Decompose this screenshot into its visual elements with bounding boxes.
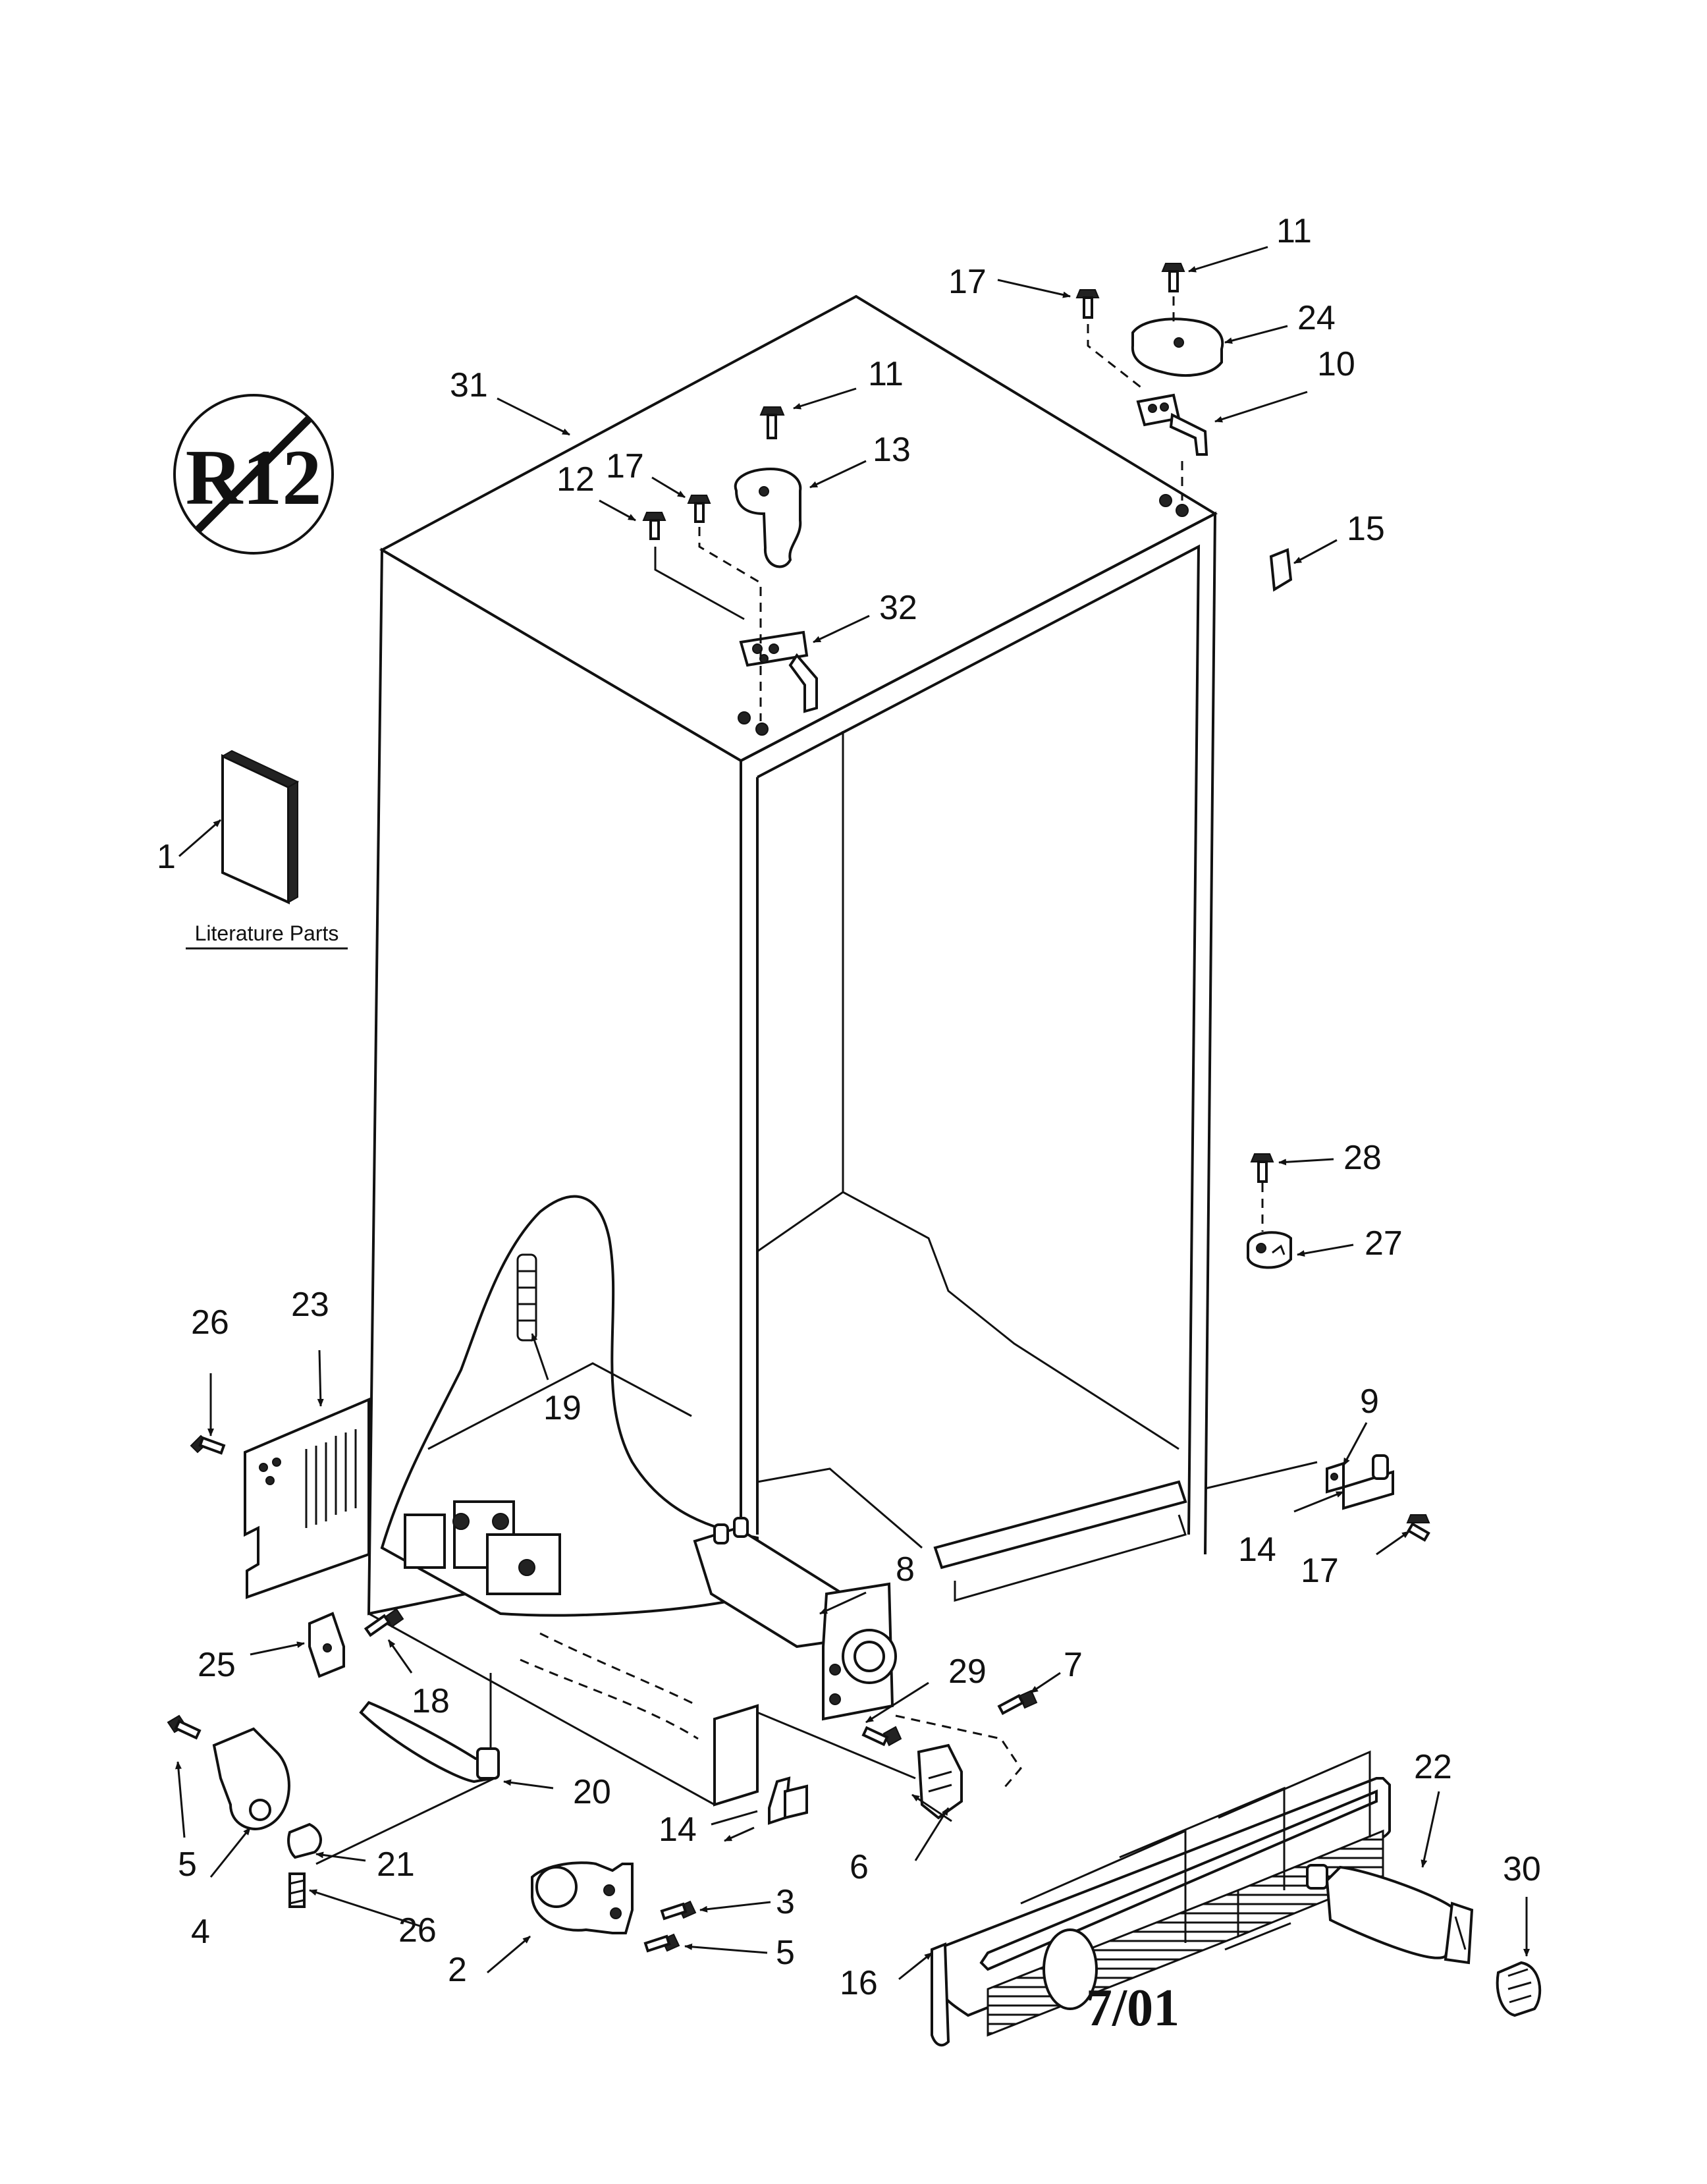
tube-clip-21 [287,1822,322,1859]
screw-29 [861,1726,902,1747]
callout-24: 24 [1297,299,1336,337]
callout-22: 22 [1414,1748,1452,1786]
callout-11-top: 11 [1276,212,1312,250]
screw-17-lower [1406,1514,1430,1542]
roller-4 [212,1727,290,1830]
callout-23: 23 [291,1286,329,1324]
screw-17-right [1075,289,1100,319]
screw-12 [642,512,666,540]
callout-29: 29 [948,1652,987,1691]
callout-30: 30 [1503,1850,1541,1888]
callout-5-left: 5 [178,1845,197,1884]
callout-26-upper: 26 [191,1303,229,1342]
callout-1: 1 [157,838,176,876]
callout-27: 27 [1365,1224,1403,1263]
callout-20: 20 [573,1773,611,1811]
water-filter-22 [1306,1864,1474,1965]
kick-plate-grille-16 [931,1750,1391,2047]
callout-8: 8 [896,1550,915,1589]
screw-11-left [759,406,785,439]
hinge-cover-24 [1131,317,1224,377]
screw-3 [660,1900,697,1921]
callout-26-lower: 26 [398,1911,437,1950]
screw-28 [1250,1153,1274,1232]
no-r12-symbol: R12 [173,394,334,555]
water-valve-housing-8 [693,1517,897,1721]
callout-18: 18 [412,1682,450,1720]
callout-19: 19 [543,1389,582,1427]
revision-date: 7/01 [1086,1979,1179,2037]
callout-17-center: 17 [606,447,644,485]
callout-5-right: 5 [776,1934,795,1972]
leader-lines [175,246,1530,1980]
filter-cap-30 [1496,1961,1542,2017]
leveling-bracket-9 [1326,1454,1394,1510]
cutaway-compressor-area [368,1195,923,1807]
bracket-14-lower [768,1776,808,1825]
drain-tube-20 [359,1673,500,1784]
literature-parts-label: Literature Parts [195,921,339,945]
shim-15 [1269,548,1293,592]
callout-10: 10 [1317,345,1355,383]
screw-7 [997,1689,1038,1715]
callout-17-right: 17 [1301,1552,1339,1590]
callout-15: 15 [1347,510,1385,548]
hinge-10 [1136,393,1208,517]
callout-21: 21 [377,1845,415,1884]
callout-6: 6 [850,1848,869,1886]
screw-26-upper [190,1434,226,1455]
callout-25: 25 [198,1646,236,1684]
screw-17-left [687,495,711,523]
hinge-32 [738,630,818,736]
callout-12: 12 [556,460,595,499]
screw-18 [364,1608,404,1637]
bracket-27 [1247,1231,1292,1269]
clip-6 [917,1743,963,1820]
callout-28: 28 [1343,1139,1382,1177]
roller-bracket-2 [531,1861,634,1934]
callout-32: 32 [879,589,917,627]
callout-numbers: 31 11 13 12 17 32 17 11 24 10 15 1 28 27… [157,212,1541,2002]
hinge-cover-13 [734,467,802,568]
callout-11-center: 11 [868,355,904,393]
callout-4: 4 [191,1913,210,1951]
screw-5-right [643,1933,680,1953]
callout-16: 16 [840,1964,878,2002]
clip-25 [308,1612,345,1678]
access-panel-23 [244,1397,370,1599]
screw-26-lower [288,1872,306,1908]
callout-3: 3 [776,1883,795,1921]
screw-5-left [167,1714,202,1740]
callout-17-top: 17 [948,263,987,301]
callout-31: 31 [450,366,488,404]
callout-13: 13 [873,431,911,469]
callout-7: 7 [1064,1646,1083,1684]
callout-14-lower: 14 [659,1811,697,1849]
callout-2: 2 [448,1951,467,1989]
callout-9: 9 [1360,1382,1379,1421]
screw-11-right [1161,263,1185,292]
literature-parts-booklet: Literature Parts [186,750,348,950]
callout-14-right: 14 [1238,1531,1276,1569]
